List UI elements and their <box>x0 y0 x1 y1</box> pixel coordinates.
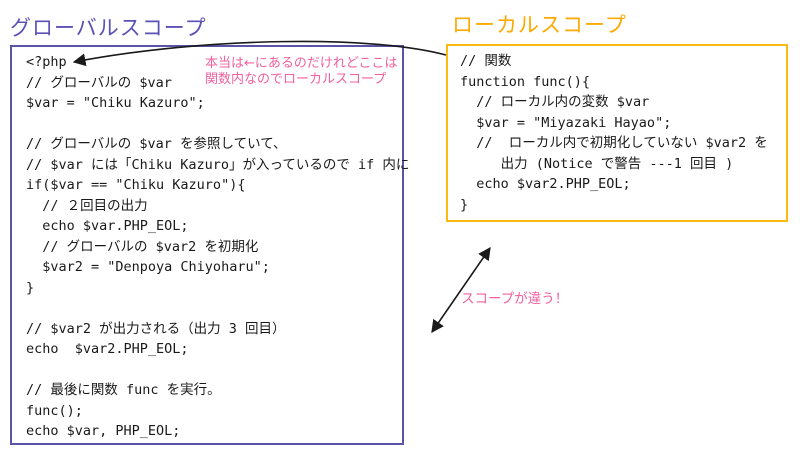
code-line: // ローカル内で初期化していない $var2 を <box>460 135 768 151</box>
code-line: // グローバルの $var2 を初期化 <box>26 238 259 255</box>
local-scope-title: ローカルスコープ <box>452 13 627 37</box>
code-line: echo $var2.PHP_EOL; <box>26 341 189 357</box>
global-scope-title: グローバルスコープ <box>10 16 207 40</box>
code-line: $var = "Chiku Kazuro"; <box>26 95 205 111</box>
scope-diff-annotation: スコープが違う！ <box>461 291 569 307</box>
code-line: // ２回目の出力 <box>26 197 148 214</box>
scope-note-annotation: 本当は←にあるのだけれどここは 関数内なのでローカルスコープ <box>205 56 398 87</box>
code-line: // $var2 が出力される（出力 3 回目） <box>26 320 286 337</box>
code-line: } <box>26 279 35 296</box>
code-line: $var = "Miyazaki Hayao"; <box>460 114 672 131</box>
code-line <box>26 360 402 381</box>
double-headed-arrow <box>431 246 491 334</box>
code-line: 出力 (Notice で警告 ---1 回目 ) <box>460 155 734 172</box>
code-line: // $var には「Chiku Kazuro」が入っているので if 内に <box>26 156 410 173</box>
code-line: // 最後に関数 func を実行。 <box>26 382 221 398</box>
code-line <box>26 298 402 319</box>
code-line: echo $var.PHP_EOL; <box>26 218 189 234</box>
local-scope-box: // 関数 function func(){ // ローカル内の変数 $var … <box>446 44 788 222</box>
code-line: echo $var2.PHP_EOL; <box>460 176 631 192</box>
code-line: // グローバルの $var <box>26 74 172 91</box>
code-line: // ローカル内の変数 $var <box>460 94 650 110</box>
code-line: // グローバルの $var を参照していて、 <box>26 136 287 152</box>
code-line <box>26 114 402 135</box>
code-line: func(); <box>26 402 83 419</box>
code-line: if($var == "Chiku Kazuro"){ <box>26 177 246 193</box>
code-line: echo $var, PHP_EOL; <box>26 423 181 439</box>
code-line: function func(){ <box>460 73 591 90</box>
code-line: <?php <box>26 54 67 70</box>
code-line: $var2 = "Denpoya Chiyoharu"; <box>26 259 270 275</box>
code-line: } <box>460 196 469 213</box>
global-scope-box: <?php // グローバルの $var $var = "Chiku Kazur… <box>10 45 410 445</box>
scope-note-line1: 本当は←にあるのだけれどここは <box>205 56 398 71</box>
scope-note-line2: 関数内なのでローカルスコープ <box>205 71 387 87</box>
code-line: // 関数 <box>460 53 512 69</box>
